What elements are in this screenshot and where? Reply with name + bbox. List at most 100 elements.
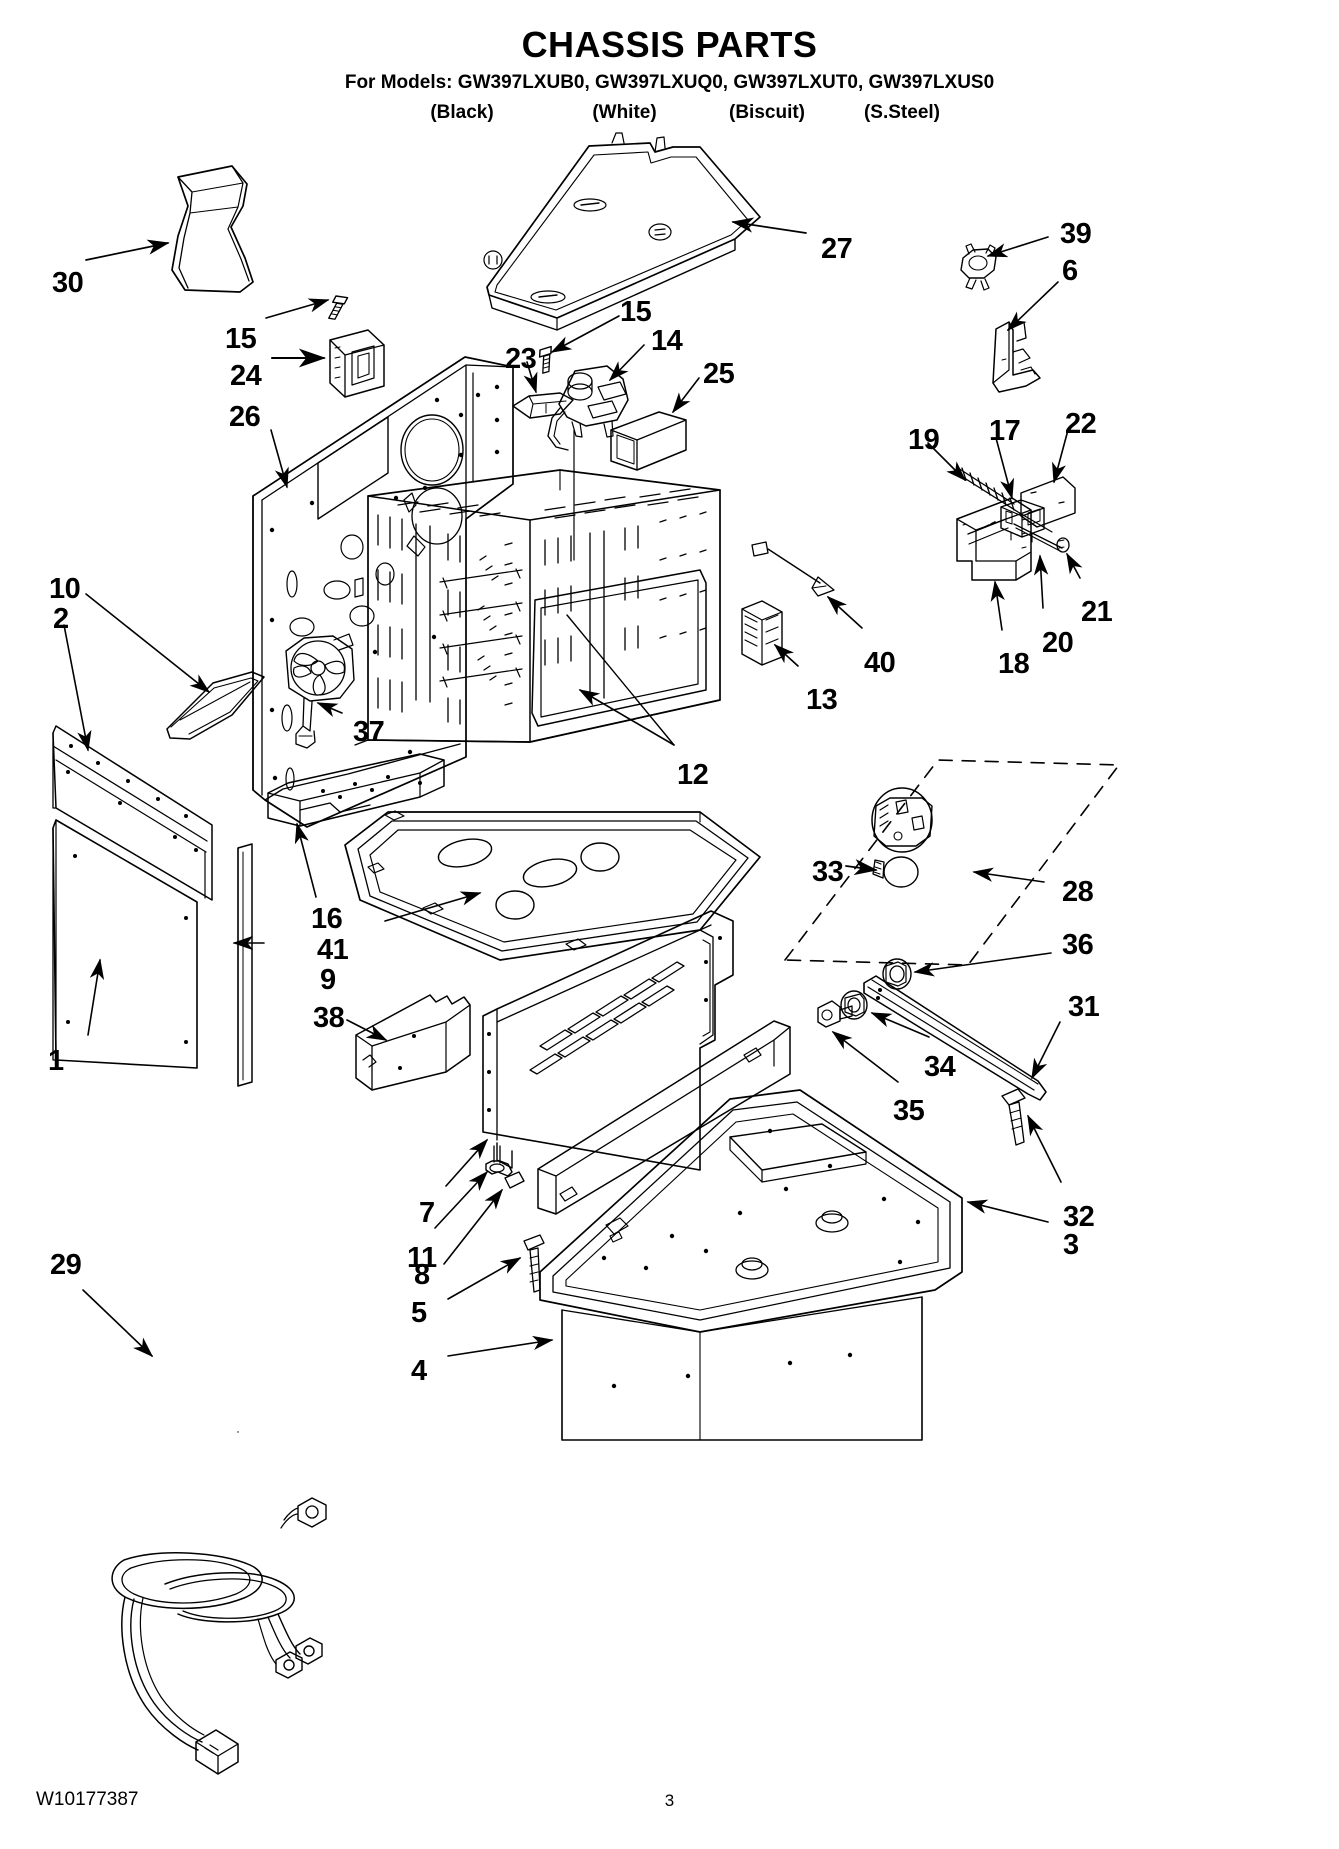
part-7-side-support-bracket: [482, 910, 734, 1171]
part-25-control-box: [610, 411, 687, 471]
callout-7: 7: [419, 1197, 435, 1229]
leader-10: [85, 593, 211, 693]
callout-22: 22: [1065, 408, 1097, 440]
callout-32: 32: [1063, 1201, 1095, 1233]
callout-30: 30: [52, 267, 84, 299]
leader-16: [294, 822, 317, 898]
callout-27: 27: [821, 233, 853, 265]
leader-36: [913, 952, 1052, 977]
part-29-power-cord: [111, 1431, 327, 1775]
part-30-rear-shield: [171, 165, 254, 293]
callout-20: 20: [1042, 627, 1074, 659]
callout-39: 39: [1060, 218, 1092, 250]
page-number: 3: [664, 1791, 675, 1810]
leader-19: [927, 442, 967, 482]
callout-12: 12: [677, 759, 709, 791]
callout-41: 41: [317, 934, 349, 966]
callout-23: 23: [505, 343, 537, 375]
part-14-gas-valve: [547, 365, 629, 451]
leader-15a: [265, 298, 330, 319]
part-23-ground-bracket: [512, 392, 574, 419]
callout-11: 11: [407, 1242, 437, 1274]
callout-16: 16: [311, 903, 343, 935]
part-10-trim-strip: [166, 671, 265, 740]
leader-26: [270, 429, 289, 489]
leader-40: [826, 595, 863, 629]
part-32-screw: [1001, 1088, 1026, 1146]
part-41-corner-trim: [237, 843, 253, 1087]
callout-34: 34: [924, 1051, 956, 1083]
color-variant-black: (Black): [430, 102, 494, 123]
leader-38: [346, 1019, 388, 1041]
part-40-temperature-probe: [751, 541, 835, 597]
leader-1: [87, 958, 105, 1036]
part-2-rear-trim-panel: [52, 725, 213, 901]
callout-21: 21: [1081, 596, 1113, 628]
leader-18: [990, 580, 1005, 631]
leader-7: [445, 1138, 489, 1187]
color-variant-ssteel: (S.Steel): [863, 102, 941, 123]
part-11-leveling-leg: [485, 1145, 513, 1177]
leader-14: [608, 344, 645, 382]
part-37-cooling-fan: [285, 633, 355, 749]
leader-17: [995, 437, 1015, 500]
callout-1: 1: [48, 1045, 64, 1077]
part-5-screw: [523, 1234, 545, 1293]
part-35-roller-screw: [817, 1000, 853, 1028]
callout-15a: 15: [225, 323, 257, 355]
callout-3: 3: [1063, 1229, 1079, 1261]
leader-27: [731, 217, 807, 234]
leader-11: [434, 1170, 489, 1229]
leader-8: [443, 1188, 503, 1265]
callout-8: 8: [414, 1259, 430, 1291]
leader-22: [1052, 429, 1069, 484]
callout-31: 31: [1068, 991, 1100, 1023]
page-title: CHASSIS PARTS: [521, 24, 818, 65]
callout-5: 5: [411, 1297, 427, 1329]
part-15b-screw: [538, 345, 552, 375]
callout-14: 14: [651, 325, 683, 357]
callout-6: 6: [1062, 255, 1078, 287]
part-28-lamp-socket: [871, 787, 933, 853]
callout-9: 9: [320, 964, 336, 996]
part-26-rear-panel: [252, 356, 514, 828]
callout-24: 24: [230, 360, 262, 392]
leader-33: [845, 859, 878, 876]
leader-37: [316, 702, 343, 718]
callout-38: 38: [313, 1002, 345, 1034]
callout-33: 33: [812, 856, 844, 888]
leader-31: [1031, 1021, 1061, 1080]
callout-18: 18: [998, 648, 1030, 680]
leader-35: [831, 1031, 899, 1083]
callout-15b: 15: [620, 296, 652, 328]
document-number: W10177387: [36, 1789, 139, 1810]
leader-5: [447, 1257, 522, 1300]
models-line: For Models: GW397LXUB0, GW397LXUQ0, GW39…: [344, 72, 995, 93]
part-lower-kick-panel: [537, 1020, 791, 1215]
leader-2: [63, 624, 92, 752]
part-16-frame-corner: [267, 753, 445, 827]
part-38-mounting-bracket: [355, 994, 471, 1091]
part-3-base-frame: [539, 1089, 963, 1333]
leader-9: [384, 891, 482, 922]
part-20-latch-rod: [1013, 523, 1063, 553]
leader-21: [1066, 552, 1083, 579]
leader-12a: [578, 689, 675, 746]
callout-2: 2: [53, 603, 69, 635]
part-4-bottom-panel: [561, 1296, 923, 1441]
leader-39: [986, 236, 1049, 258]
callout-35: 35: [893, 1095, 925, 1127]
leader-30: [85, 239, 170, 261]
part-27-top-panel: [483, 132, 761, 331]
leader-15b: [550, 315, 620, 353]
callout-29: 29: [50, 1249, 82, 1281]
part-15a-screw: [324, 291, 349, 323]
color-variants-row: (Black)(White)(Biscuit)(S.Steel): [0, 102, 1339, 124]
part-33-oven-light-bulb: [872, 856, 919, 888]
callout-37: 37: [353, 716, 385, 748]
leader-34: [870, 1012, 930, 1038]
leader-25: [672, 377, 700, 414]
leader-4: [447, 1335, 554, 1357]
callout-40: 40: [864, 647, 896, 679]
part-21-latch-pin: [1056, 537, 1070, 553]
